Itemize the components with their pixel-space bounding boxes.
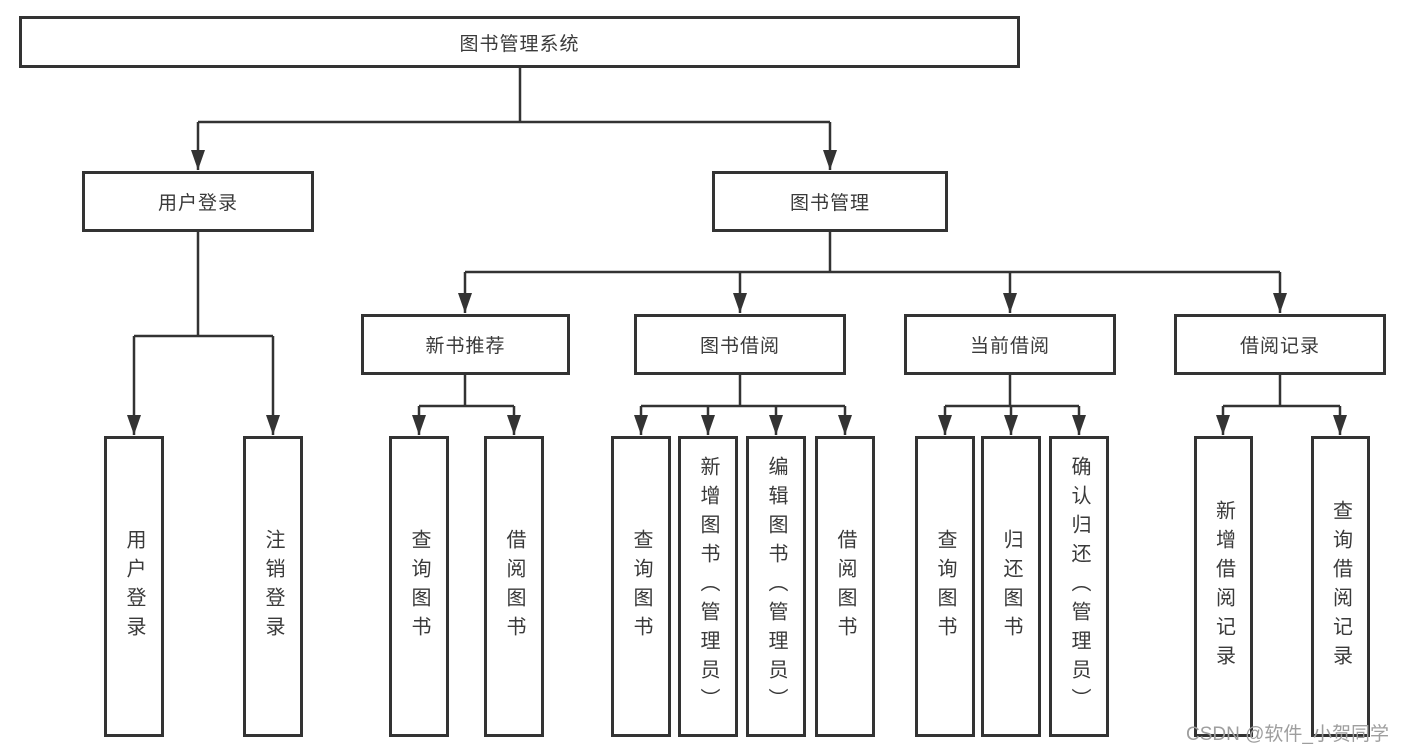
node-current-borrow: 当前借阅 [904, 314, 1116, 375]
leaf-query-books-3: 查询图书 [915, 436, 975, 737]
leaf-query-books-2: 查询图书 [611, 436, 671, 737]
connector-borrow-records-children [1216, 375, 1347, 435]
leaf-return-books: 归还图书 [981, 436, 1041, 737]
node-label: 归还图书 [1000, 528, 1022, 645]
node-label: 借阅图书 [503, 528, 525, 645]
connector-book-borrow-children [634, 375, 852, 435]
node-label: 新增图书（管理员） [697, 456, 719, 717]
leaf-confirm-return-admin: 确认归还（管理员） [1049, 436, 1109, 737]
leaf-query-books-1: 查询图书 [389, 436, 449, 737]
node-label: 注销登录 [262, 528, 284, 645]
connector-current-borrow-children [938, 375, 1086, 435]
leaf-borrow-books-2: 借阅图书 [815, 436, 875, 737]
leaf-add-books-admin: 新增图书（管理员） [678, 436, 738, 737]
node-label: 图书管理系统 [459, 33, 580, 55]
connector-new-book-recommend-children [412, 375, 521, 435]
node-book-borrow: 图书借阅 [634, 314, 846, 375]
leaf-query-borrow-record: 查询借阅记录 [1311, 436, 1370, 737]
node-borrow-records: 借阅记录 [1174, 314, 1386, 375]
node-label: 查询借阅记录 [1329, 499, 1352, 674]
node-label: 当前借阅 [969, 336, 1050, 357]
connector-user-login-children [127, 232, 280, 435]
watermark: CSDN @软件_小贺同学 [1186, 724, 1389, 745]
node-label: 借阅图书 [834, 528, 856, 645]
node-library-management-system: 图书管理系统 [19, 16, 1020, 68]
node-user-login: 用户登录 [82, 171, 314, 232]
connector-book-management-children [458, 232, 1287, 313]
leaf-logout: 注销登录 [243, 436, 303, 737]
node-label: 查询图书 [934, 528, 956, 645]
node-label: 用户登录 [157, 193, 238, 214]
connector-root-to-level2 [191, 68, 837, 170]
leaf-add-borrow-record: 新增借阅记录 [1194, 436, 1253, 737]
node-label: 图书借阅 [699, 336, 780, 357]
leaf-user-login: 用户登录 [104, 436, 164, 737]
node-label: 确认归还（管理员） [1068, 456, 1090, 717]
node-label: 借阅记录 [1239, 336, 1320, 357]
node-book-management: 图书管理 [712, 171, 948, 232]
node-new-book-recommend: 新书推荐 [361, 314, 570, 375]
node-label: 编辑图书（管理员） [765, 456, 787, 717]
node-label: 图书管理 [789, 193, 870, 214]
leaf-borrow-books-1: 借阅图书 [484, 436, 544, 737]
node-label: 新增借阅记录 [1212, 499, 1235, 674]
node-label: 用户登录 [123, 528, 145, 645]
leaf-edit-books-admin: 编辑图书（管理员） [746, 436, 806, 737]
node-label: 查询图书 [630, 528, 652, 645]
node-label: 查询图书 [408, 528, 430, 645]
node-label: 新书推荐 [425, 336, 506, 357]
